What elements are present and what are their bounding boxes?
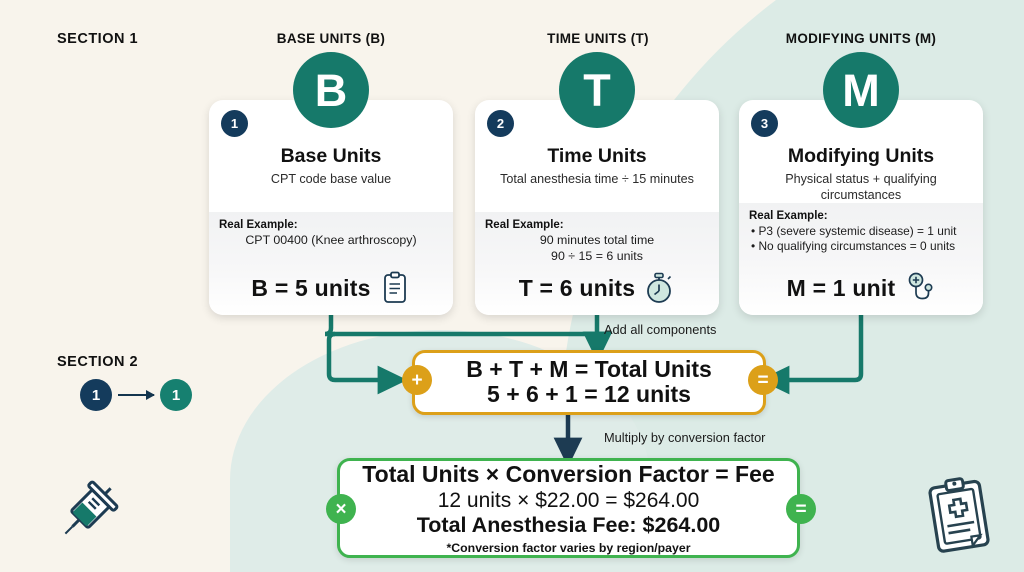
flow-note-add: Add all components <box>604 322 717 337</box>
operator-badge-equals-fee: = <box>786 494 816 524</box>
total-fee-box[interactable]: Total Units × Conversion Factor = Fee 12… <box>337 458 800 558</box>
clipboard-icon <box>383 271 406 303</box>
example-label: Real Example: <box>219 219 298 231</box>
card-subtitle: Total anesthesia time ÷ 15 minutes <box>500 172 694 186</box>
card-title: Base Units <box>280 145 382 167</box>
operator-badge-equals: = <box>748 365 778 395</box>
example-body: • P3 (severe systemic disease) = 1 unit … <box>751 224 957 254</box>
column-header-time-units: TIME UNITS (T) <box>547 31 649 46</box>
card-base-units[interactable]: 1 Base Units CPT code base value Real Ex… <box>209 100 453 315</box>
card-example-panel: Real Example: CPT 00400 (Knee arthroscop… <box>209 212 453 315</box>
legend-step-circle: 1 <box>80 379 112 411</box>
card-example-panel: Real Example: • P3 (severe systemic dise… <box>739 203 983 315</box>
fee-total: Total Anesthesia Fee: $264.00 <box>416 513 721 538</box>
card-example-panel: Real Example: 90 minutes total time 90 ÷… <box>475 212 719 315</box>
legend-result-circle: 1 <box>160 379 192 411</box>
card-number-badge: 3 <box>751 110 778 137</box>
card-number-badge: 2 <box>487 110 514 137</box>
card-result-value: T = 6 units <box>518 274 636 301</box>
letter-badge-b: B <box>293 52 369 128</box>
example-label: Real Example: <box>485 219 564 231</box>
column-header-base-units: BASE UNITS (B) <box>276 31 386 46</box>
letter-badge-m: M <box>823 52 899 128</box>
card-number-badge: 1 <box>221 110 248 137</box>
card-title: Modifying Units <box>787 145 935 167</box>
card-result-row: T = 6 units <box>475 271 719 305</box>
stopwatch-icon <box>647 272 672 303</box>
letter-badge-t: T <box>559 52 635 128</box>
card-time-units[interactable]: 2 Time Units Total anesthesia time ÷ 15 … <box>475 100 719 315</box>
card-result-row: M = 1 unit <box>739 271 983 305</box>
example-body: 90 minutes total time 90 ÷ 15 = 6 units <box>539 233 655 263</box>
example-label: Real Example: <box>749 210 828 222</box>
card-subtitle: CPT code base value <box>270 172 392 186</box>
card-result-value: B = 5 units <box>251 274 371 301</box>
fee-formula: Total Units × Conversion Factor = Fee <box>362 460 775 487</box>
card-modifying-units[interactable]: 3 Modifying Units Physical status + qual… <box>739 100 983 315</box>
column-header-modifying-units: MODIFYING UNITS (M) <box>785 31 937 46</box>
operator-badge-multiply: × <box>326 494 356 524</box>
stethoscope-icon <box>908 272 933 300</box>
medical-clipboard-icon <box>928 477 990 553</box>
flow-note-multiply: Multiply by conversion factor <box>604 430 766 445</box>
section-2-legend: 1 1 <box>80 379 192 411</box>
total-units-values: 5 + 6 + 1 = 12 units <box>487 381 691 408</box>
section-2-label: SECTION 2 <box>57 354 139 370</box>
total-units-box[interactable]: B + T + M = Total Units 5 + 6 + 1 = 12 u… <box>412 350 766 415</box>
card-title: Time Units <box>547 145 647 167</box>
card-result-row: B = 5 units <box>209 271 453 305</box>
fee-calculation: 12 units × $22.00 = $264.00 <box>437 489 700 513</box>
example-body: CPT 00400 (Knee arthroscopy) <box>245 233 417 247</box>
syringe-icon <box>64 480 119 535</box>
operator-badge-plus: + <box>402 365 432 395</box>
section-1-label: SECTION 1 <box>57 31 139 47</box>
card-result-value: M = 1 unit <box>786 274 896 301</box>
total-units-formula: B + T + M = Total Units <box>466 356 712 383</box>
card-subtitle: Physical status + qualifying circumstanc… <box>785 172 937 202</box>
fee-footnote: *Conversion factor varies by region/paye… <box>446 541 691 556</box>
arrow-right-icon <box>118 390 155 400</box>
